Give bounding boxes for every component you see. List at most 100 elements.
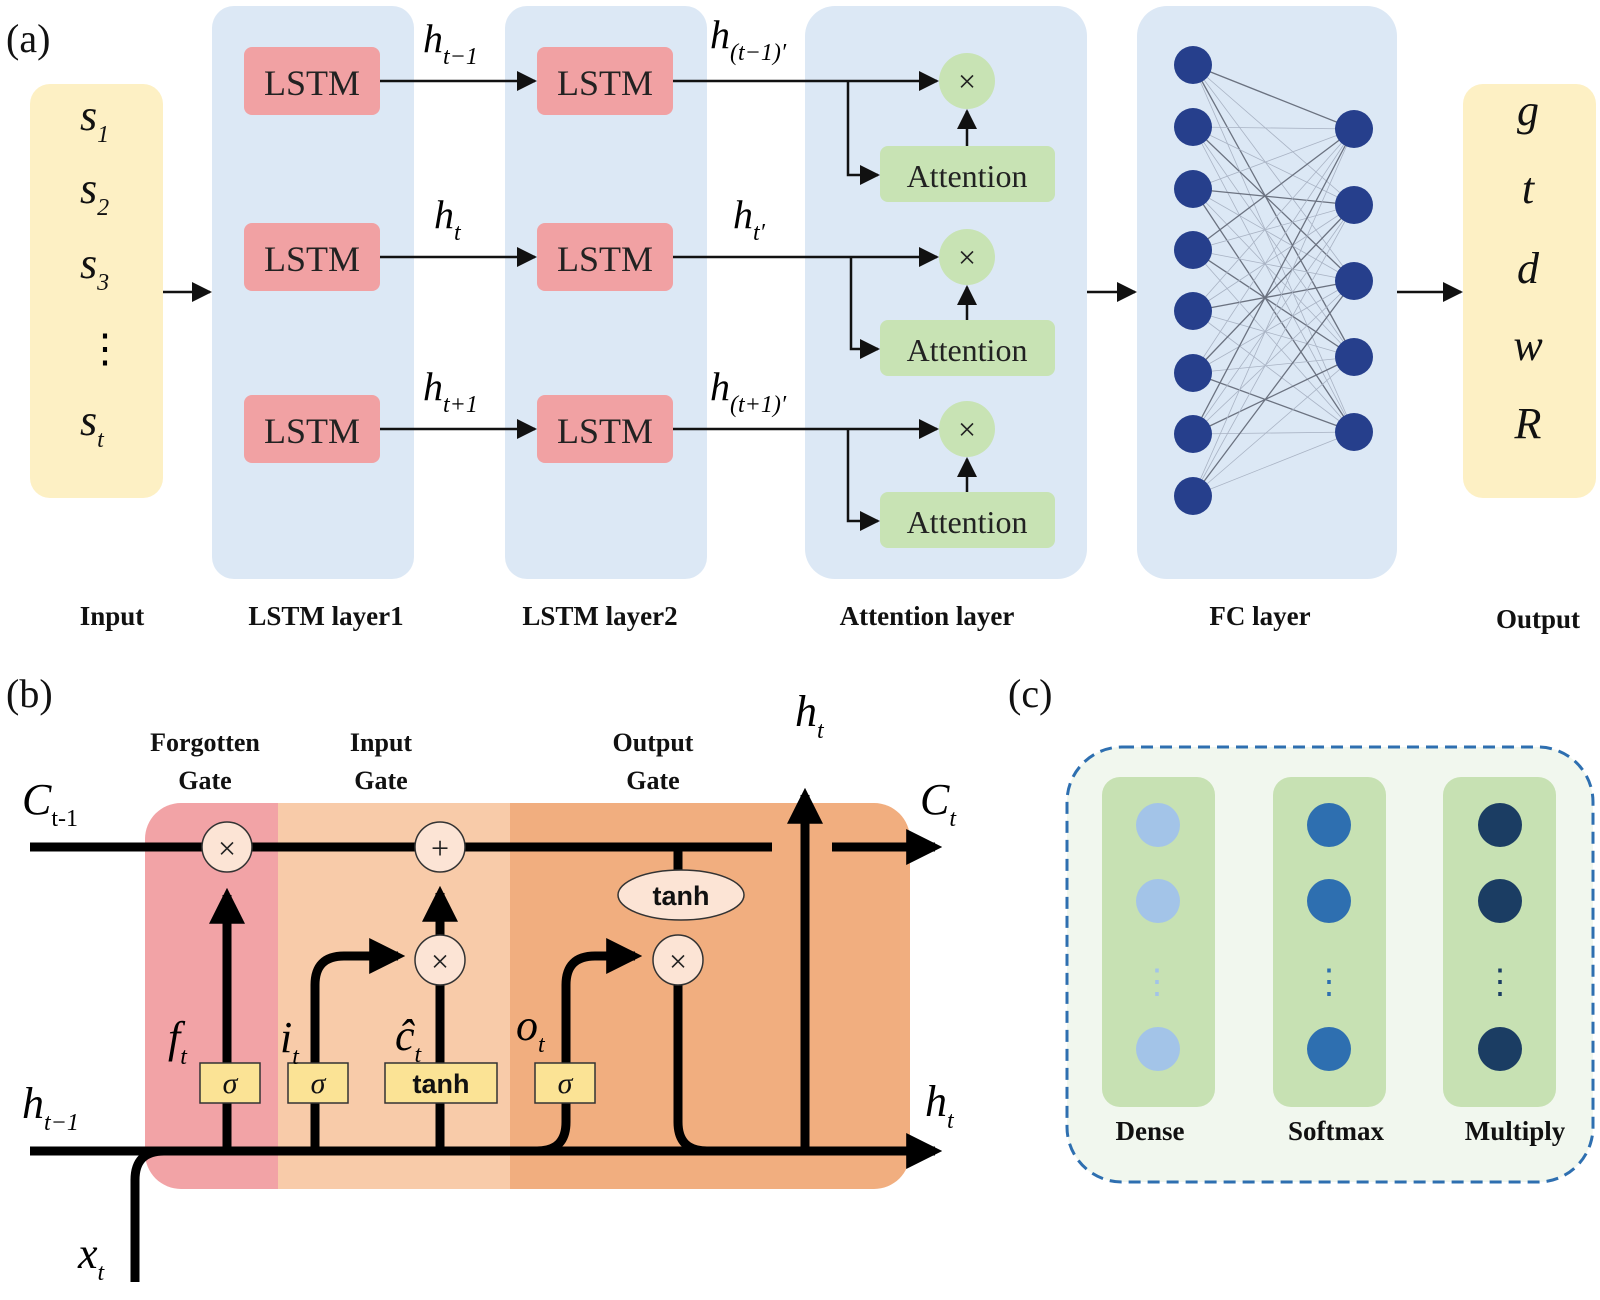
output-symbols: g t d w R [1513,86,1543,448]
fc-connection [1192,128,1355,312]
input-gate-title: Input [350,728,412,757]
fc-connection [1192,310,1355,358]
fc-connection [1192,126,1355,282]
fc-output-node [1335,262,1373,300]
fc-connection [1192,249,1355,358]
fc-connection [1192,128,1355,435]
multiply-node [1478,879,1522,923]
input-st: st [80,396,105,453]
fc-connection [1192,280,1355,497]
lstm-label: LSTM [557,63,653,103]
dense-node [1136,803,1180,847]
panel-c-label: (c) [1008,671,1052,716]
sigma-symbol: σ [558,1067,574,1100]
dense-label: Dense [1116,1116,1185,1146]
output-gate-region [510,803,910,1189]
fc-connection [1192,204,1355,251]
fc-output-node [1335,110,1373,148]
softmax-dots: ⋮ [1312,964,1346,1001]
plus-symbol: + [431,830,449,866]
fc-connection [1192,356,1355,497]
output-t: t [1522,164,1536,213]
multiply-column [1443,777,1556,1107]
caption-lstm-layer1: LSTM layer1 [248,601,403,631]
attention-block [880,492,1055,548]
times-symbol: × [669,943,687,979]
input-s3: s3 [80,239,109,296]
lstm-label: LSTM [557,239,653,279]
attention-block [880,146,1055,202]
fc-connection [1192,128,1355,251]
times-symbol: × [218,830,236,866]
dense-column [1102,777,1215,1107]
fc-input-node [1174,46,1212,84]
h-layer1-label: ht+1 [423,364,478,418]
sigma-box-output [534,1062,596,1104]
i-t-label: it [280,1013,300,1070]
lstm-label: LSTM [264,63,360,103]
arrow [846,429,880,531]
attention-block [880,320,1055,376]
input-s2: s2 [80,164,109,221]
lstm-cell [537,47,673,115]
tanh-box-candidate [384,1062,498,1104]
fc-connection [1192,188,1355,282]
fc-connection [1192,356,1355,374]
forget-multiply-op [201,821,253,873]
h-layer2-label: ht′ [733,192,766,246]
fc-connection [1192,126,1355,206]
multiply-node [939,229,995,285]
input-sequence: s1 s2 s3 ⋮ st [80,91,125,453]
forgotten-gate-title: Forgotten [150,728,260,757]
sigma-box-input [287,1062,349,1104]
fc-connection [1192,128,1355,374]
fc-connection [1192,64,1355,358]
multiply-label: Multiply [1465,1116,1566,1146]
caption-attention-layer: Attention layer [840,601,1015,631]
fc-connection [1192,188,1355,358]
lstm-cell [244,47,380,115]
caption-output: Output [1496,604,1580,634]
fc-connection [1192,64,1355,433]
output-g: g [1517,86,1539,135]
fc-connection [1192,204,1355,374]
caption-input: Input [80,601,145,631]
h-prev-label: ht−1 [22,1079,79,1136]
caption-fc-layer: FC layer [1209,601,1310,631]
softmax-column [1273,777,1386,1107]
output-gate-title: Output [613,728,694,757]
fc-connection [1192,204,1355,435]
input-gate-title-2: Gate [354,766,407,795]
multiply-symbol: × [958,63,976,99]
fc-connection [1192,280,1355,374]
row-t-plus-1: LSTM LSTM ht+1 h(t+1)′ Attention × [244,364,1055,548]
tanh-label: tanh [653,881,710,911]
panel-c: (c) ⋮ ⋮ ⋮ Dense Softmax Multiply [1008,671,1595,1184]
attention-label: Attention [907,158,1028,194]
fc-connection [1192,249,1355,282]
arrow [849,257,880,359]
output-gate-title-2: Gate [626,766,679,795]
fc-output-node [1335,413,1373,451]
multiply-node [1478,1027,1522,1071]
row-t-minus-1: LSTM LSTM ht−1 h(t−1)′ Attention × [244,12,1055,202]
output-w: w [1513,321,1543,370]
times-symbol: × [431,943,449,979]
panel-a: (a) s1 s2 s3 ⋮ st g t d w R LSTM [6,6,1596,634]
fc-connection [1192,126,1355,130]
fc-input-node [1174,108,1212,146]
softmax-node [1307,803,1351,847]
fc-connection [1192,310,1355,433]
fc-connection [1192,128,1355,190]
h-layer2-label: h(t+1)′ [710,364,787,418]
attention-label: Attention [907,504,1028,540]
h-out-label: ht [925,1077,955,1134]
panel-a-label: (a) [6,16,50,61]
multiply-symbol: × [958,411,976,447]
fc-connection [1192,431,1355,497]
output-column [1463,84,1596,498]
fc-input-node [1174,354,1212,392]
column-nodes [1136,803,1522,1071]
caption-lstm-layer2: LSTM layer2 [522,601,677,631]
lstm-cell [537,223,673,291]
